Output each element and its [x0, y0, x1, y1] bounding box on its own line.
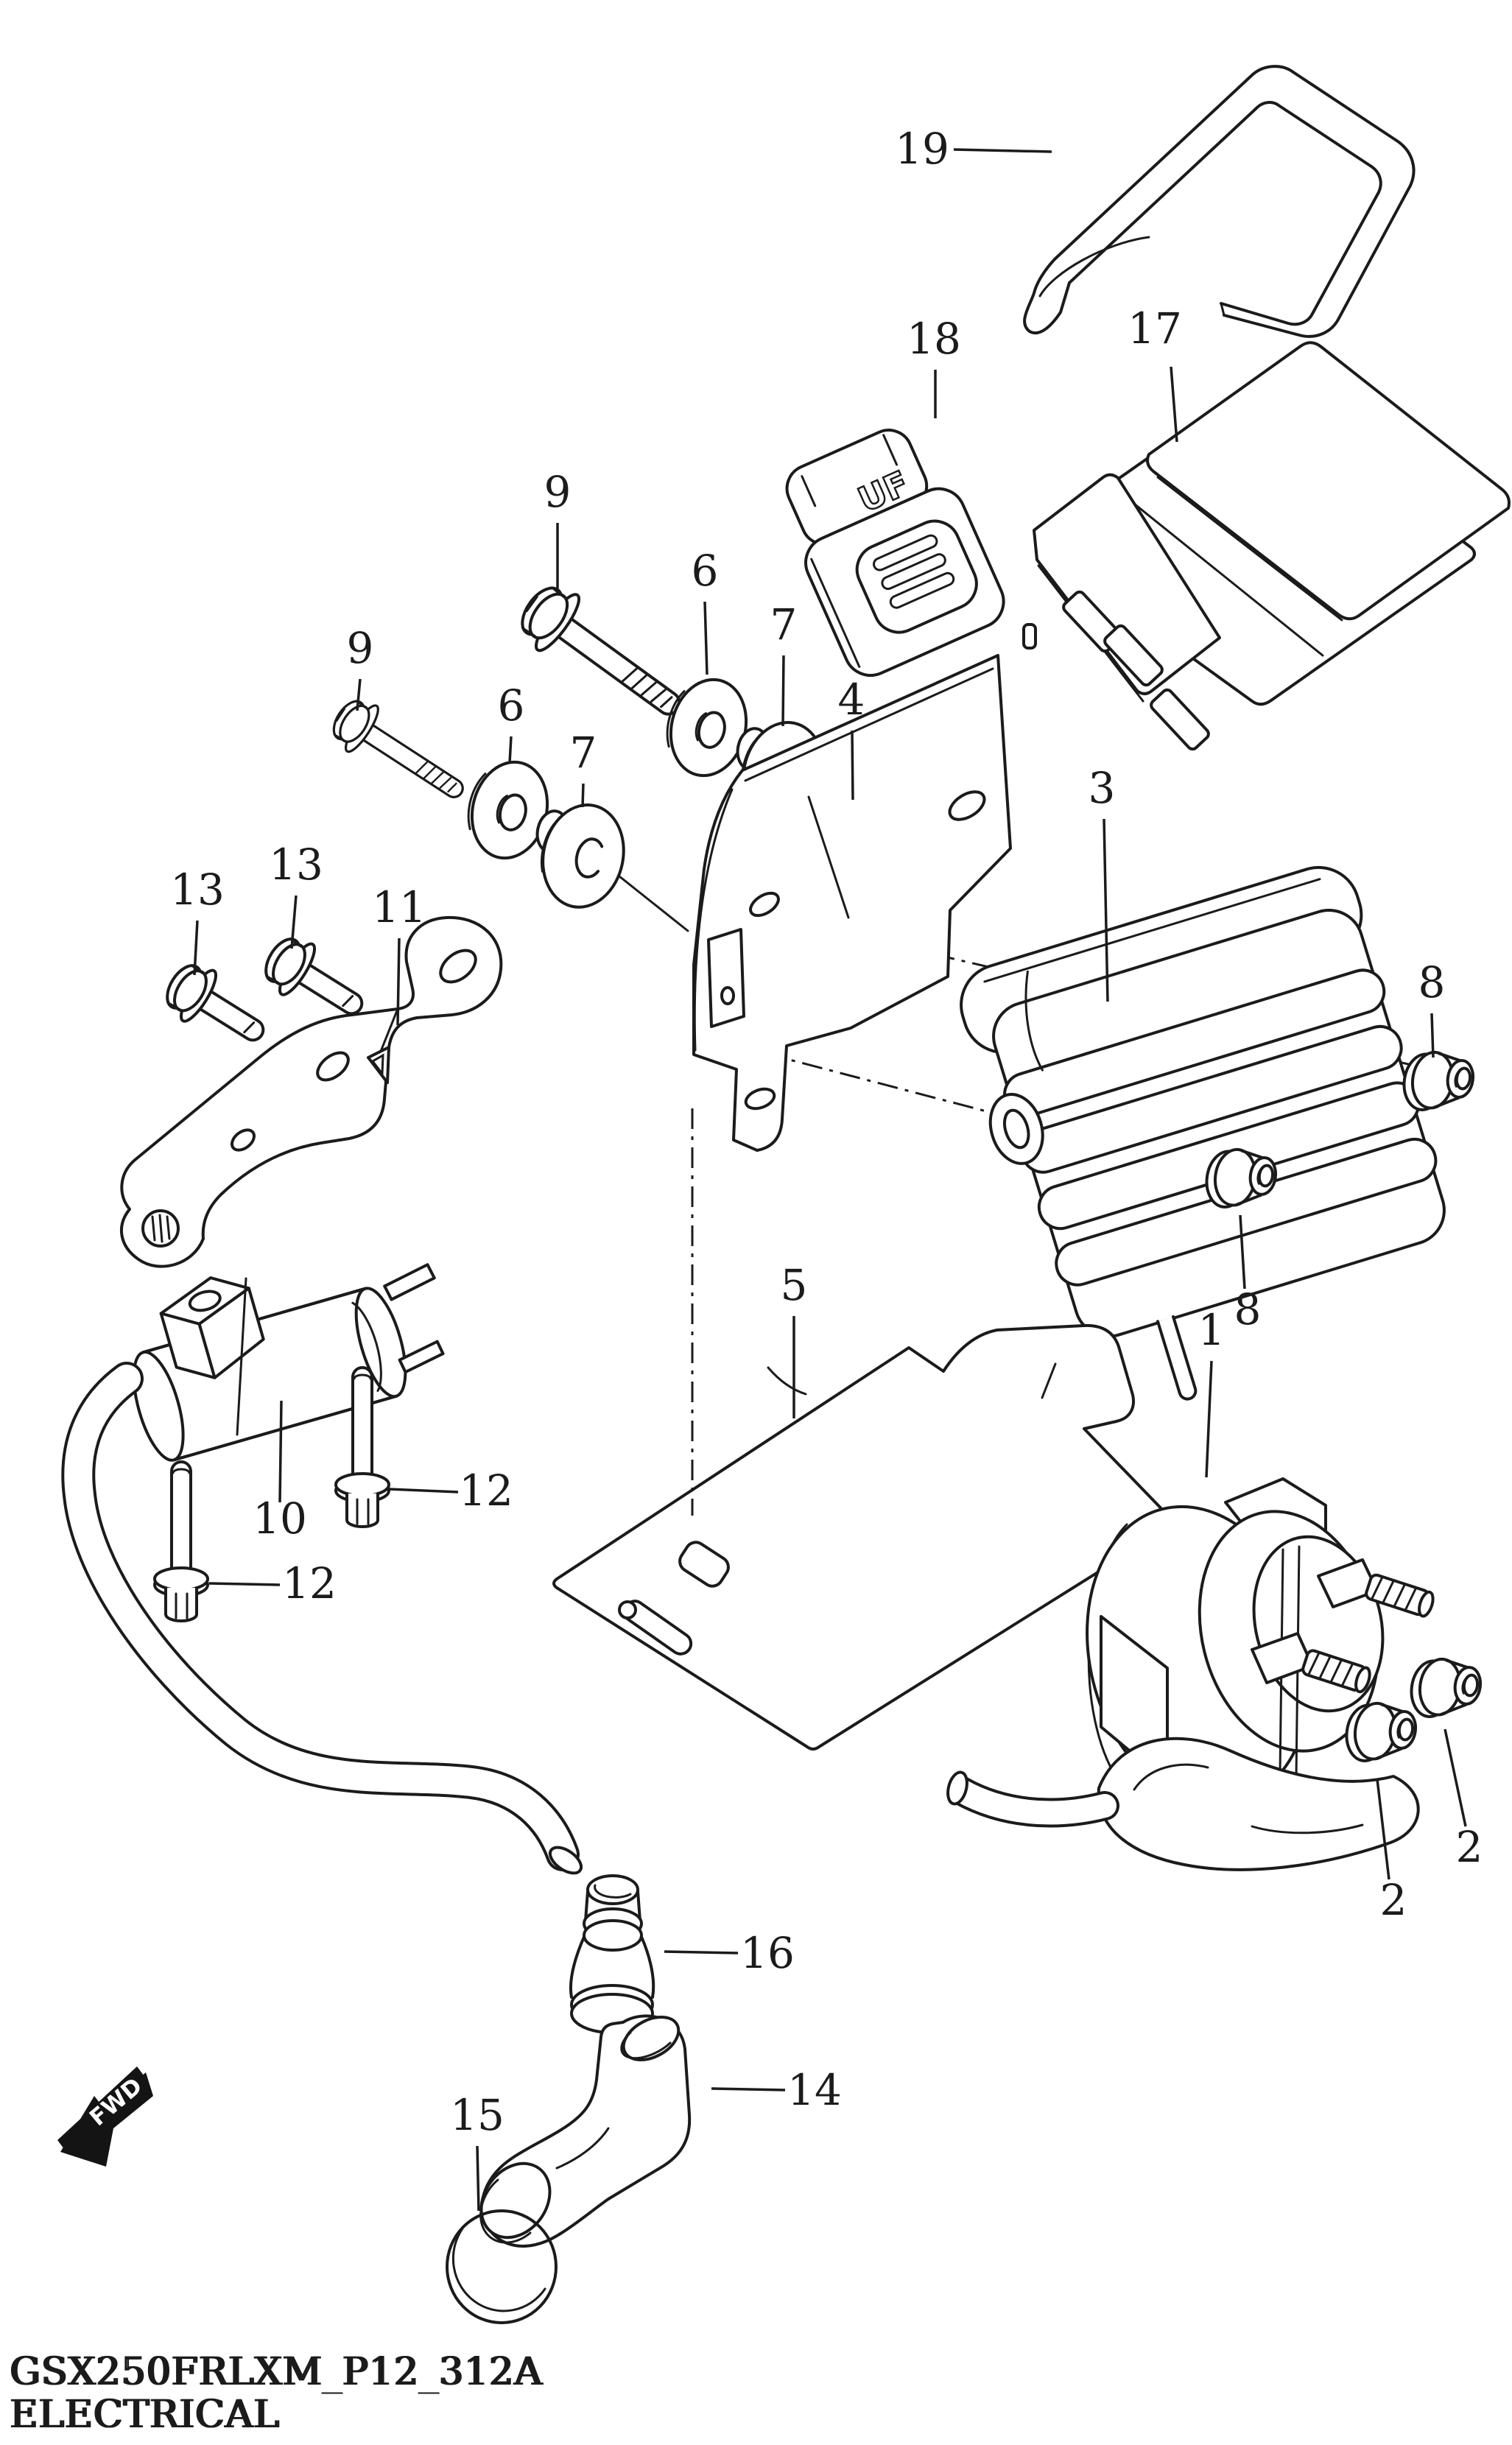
callout-leader-13 — [290, 895, 298, 949]
part-18-connector: UF — [785, 429, 1005, 677]
callout-8: 8 — [1234, 1284, 1262, 1334]
callout-9: 9 — [347, 623, 374, 673]
part-10-ignition-coil — [132, 1263, 445, 1462]
callout-leader-11 — [396, 937, 401, 1026]
callout-16: 16 — [740, 1928, 795, 1978]
callout-1: 1 — [1198, 1305, 1226, 1355]
callout-7: 7 — [770, 599, 798, 650]
callout-13: 13 — [269, 840, 323, 890]
callout-7: 7 — [570, 728, 597, 778]
callout-leader-2 — [1444, 1728, 1467, 1827]
callout-leader-3 — [1103, 818, 1109, 1002]
callout-leader-15 — [476, 2145, 480, 2212]
callout-leader-16 — [664, 1950, 739, 1955]
part-5-sheet — [552, 1108, 1174, 1751]
part-1-starter-relay — [946, 1477, 1435, 1871]
callout-leader-12 — [388, 1488, 459, 1494]
callout-12: 12 — [282, 1558, 337, 1608]
callout-leader-14 — [711, 2087, 786, 2092]
callout-10: 10 — [253, 1494, 307, 1544]
callout-18: 18 — [907, 314, 961, 364]
callout-leader-13 — [193, 920, 199, 976]
part-14-plug-cap — [479, 2014, 692, 2248]
callout-15: 15 — [450, 2090, 504, 2140]
part-4-bracket-plate — [692, 654, 1012, 1152]
callout-leader-9 — [356, 678, 362, 711]
callout-6: 6 — [498, 680, 525, 731]
footer-caption: ELECTRICAL — [9, 2393, 279, 2438]
callout-leader-19 — [953, 148, 1052, 153]
callout-leader-8 — [1239, 1214, 1246, 1290]
footer: GSX250FRLXM_P12_312A ELECTRICAL — [9, 2350, 542, 2438]
callout-5: 5 — [781, 1260, 808, 1310]
part-3-regulator — [960, 865, 1446, 1401]
callout-19: 19 — [895, 124, 949, 174]
callout-13: 13 — [170, 865, 225, 915]
callout-leader-2 — [1376, 1779, 1390, 1880]
callout-3: 3 — [1089, 763, 1116, 813]
callout-leader-4 — [851, 730, 854, 801]
footer-code: GSX250FRLXM_P12_312A — [9, 2350, 542, 2394]
callout-leader-6 — [508, 736, 513, 764]
callout-17: 17 — [1128, 303, 1182, 353]
callout-11: 11 — [372, 882, 426, 932]
callout-8: 8 — [1418, 957, 1446, 1007]
callout-6: 6 — [692, 546, 719, 596]
callout-leader-17 — [1170, 366, 1178, 443]
callout-leader-10 — [278, 1400, 283, 1503]
spark-plug-lead — [61, 1362, 583, 1875]
callout-leader-6 — [703, 601, 708, 675]
part-19-wire-guard — [1023, 65, 1416, 338]
callout-leader-7 — [781, 655, 785, 727]
callout-14: 14 — [787, 2065, 842, 2115]
callout-leader-12 — [208, 1582, 281, 1586]
callout-4: 4 — [838, 675, 865, 725]
callout-2: 2 — [1380, 1875, 1407, 1925]
callout-leader-8 — [1430, 1013, 1435, 1058]
part-17-ecu — [1022, 341, 1511, 751]
callout-leader-1 — [1205, 1360, 1213, 1478]
callout-9: 9 — [544, 467, 572, 517]
callout-2: 2 — [1456, 1822, 1483, 1872]
part-15-ring — [446, 2209, 558, 2324]
callout-12: 12 — [459, 1466, 513, 1516]
